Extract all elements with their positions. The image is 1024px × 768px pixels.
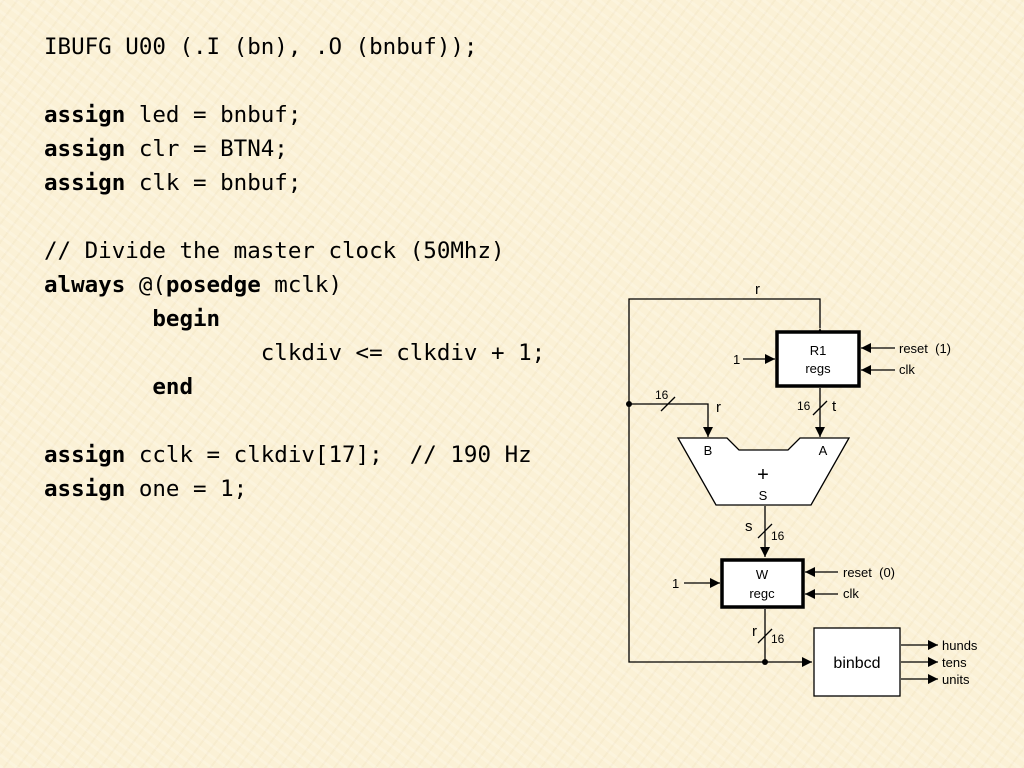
code-line: always @(posedge mclk) (44, 268, 545, 302)
code-line: // Divide the master clock (50Mhz) (44, 234, 545, 268)
code-line: assign clr = BTN4; (44, 132, 545, 166)
code-text: one = 1; (125, 476, 248, 502)
code-text: IBUFG U00 (.I (bn), .O (bnbuf)); (44, 34, 478, 60)
w-type: regc (749, 586, 775, 601)
feedback-wire (628, 298, 825, 663)
code-keyword: assign (44, 170, 126, 196)
r1-output-slash (812, 400, 828, 416)
verilog-code: IBUFG U00 (.I (bn), .O (bnbuf)); assign … (44, 30, 545, 506)
tap-slash (660, 396, 676, 412)
w-reset-label: reset (0) (843, 565, 895, 580)
code-line: assign one = 1; (44, 472, 545, 506)
code-text: led = bnbuf; (125, 102, 302, 128)
code-keyword: assign (44, 102, 126, 128)
code-keyword: assign (44, 476, 126, 502)
code-keyword: assign (44, 136, 126, 162)
r1-input-value: 1 (733, 352, 740, 367)
code-text: clr = BTN4; (125, 136, 288, 162)
code-keyword: posedge (165, 272, 261, 298)
code-line: assign led = bnbuf; (44, 98, 545, 132)
tap-label: r (716, 399, 721, 416)
code-line: end (44, 370, 545, 404)
tap-wire (629, 403, 713, 437)
r1-output-label: t (832, 398, 837, 415)
w-clk-label: clk (843, 586, 859, 601)
tap-width: 16 (655, 388, 669, 402)
adder-output-label: s (745, 518, 753, 535)
code-keyword: begin (152, 306, 221, 332)
code-text: // Divide the master clock (50Mhz) (44, 238, 505, 264)
binbcd-block (813, 627, 901, 697)
r1-output-width: 16 (797, 399, 811, 413)
adder-operator: + (757, 464, 769, 486)
w-register (720, 558, 805, 609)
adder-output-slash (757, 523, 773, 539)
r1-register (775, 330, 861, 388)
w-input-value: 1 (672, 576, 679, 591)
feedback-label: r (755, 281, 760, 298)
code-line: assign cclk = clkdiv[17]; // 190 Hz (44, 438, 545, 472)
w-output-label: r (752, 623, 757, 640)
w-output-slash (757, 628, 773, 644)
adder-input-b: B (704, 443, 713, 458)
code-text: cclk = clkdiv[17]; // 190 Hz (125, 442, 532, 468)
code-line: begin (44, 302, 545, 336)
code-text: clkdiv <= clkdiv + 1; (44, 340, 546, 366)
binbcd-output-hunds: hunds (942, 638, 978, 653)
code-text: mclk) (260, 272, 343, 298)
r1-name: R1 (810, 343, 827, 358)
w-name: W (756, 567, 769, 582)
binbcd-name: binbcd (833, 655, 880, 672)
code-line: IBUFG U00 (.I (bn), .O (bnbuf)); (44, 30, 545, 64)
w-output-width: 16 (771, 632, 785, 646)
adder (676, 437, 851, 506)
r1-clk-label: clk (899, 362, 915, 377)
code-keyword: assign (44, 442, 126, 468)
code-text: clk = bnbuf; (125, 170, 302, 196)
r1-type: regs (805, 361, 831, 376)
binbcd-output-tens: tens (942, 655, 967, 670)
adder-output-width: 16 (771, 529, 785, 543)
code-keyword: end (152, 374, 194, 400)
binbcd-output-units: units (942, 672, 970, 687)
code-text: @( (125, 272, 166, 298)
code-line: assign clk = bnbuf; (44, 166, 545, 200)
r1-reset-label: reset (1) (899, 341, 951, 356)
code-line: clkdiv <= clkdiv + 1; (44, 336, 545, 370)
adder-output-s: S (759, 488, 768, 503)
code-keyword: always (44, 272, 126, 298)
adder-input-a: A (819, 443, 828, 458)
